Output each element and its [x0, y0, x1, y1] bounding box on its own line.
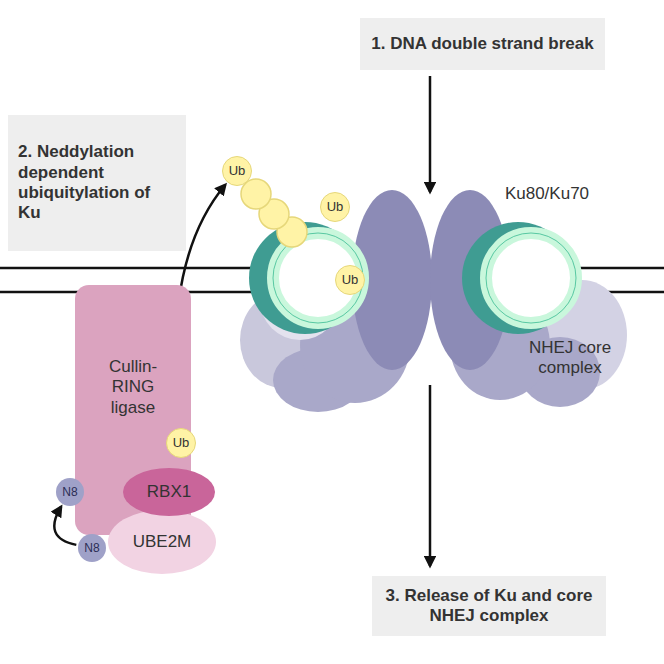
process-arrow — [429, 385, 432, 566]
node-text: RBX1 — [147, 482, 191, 502]
ubiquitin-chain — [241, 179, 307, 247]
node-text: 3. Release of Ku and core NHEJ complex — [380, 586, 598, 627]
complex-label: NHEJ core complex — [520, 338, 620, 379]
step-box: 1. DNA double strand break — [360, 18, 605, 70]
node-text: Cullin-RING ligase — [96, 357, 170, 418]
transfer-arrow — [54, 507, 76, 545]
ubiquitin: Ub — [166, 428, 196, 458]
node-text: Ub — [327, 199, 344, 215]
rbx1-subunit: RBX1 — [123, 468, 215, 516]
nedd8: N8 — [56, 478, 84, 506]
step-box: 3. Release of Ku and core NHEJ complex — [372, 576, 606, 636]
process-arrow — [429, 76, 432, 192]
protein-label: Ku80/Ku70 — [492, 184, 602, 204]
nedd8: N8 — [78, 534, 106, 562]
ubiquitin: Ub — [222, 156, 252, 186]
node-text: Ub — [173, 435, 190, 451]
node-text: Ub — [342, 272, 359, 288]
node-text: UBE2M — [133, 532, 192, 552]
node-text: N8 — [84, 541, 99, 555]
ube2m-enzyme: UBE2M — [108, 510, 216, 574]
node-text: 1. DNA double strand break — [371, 34, 593, 54]
node-text: Ub — [229, 163, 246, 179]
nhej-complex — [240, 190, 627, 412]
step-box: 2. Neddylation dependent ubiquitylation … — [8, 115, 186, 251]
ubiquitin: Ub — [335, 265, 365, 295]
ubiquitin: Ub — [320, 192, 350, 222]
node-text: N8 — [62, 485, 77, 499]
node-text: 2. Neddylation dependent ubiquitylation … — [18, 142, 176, 224]
